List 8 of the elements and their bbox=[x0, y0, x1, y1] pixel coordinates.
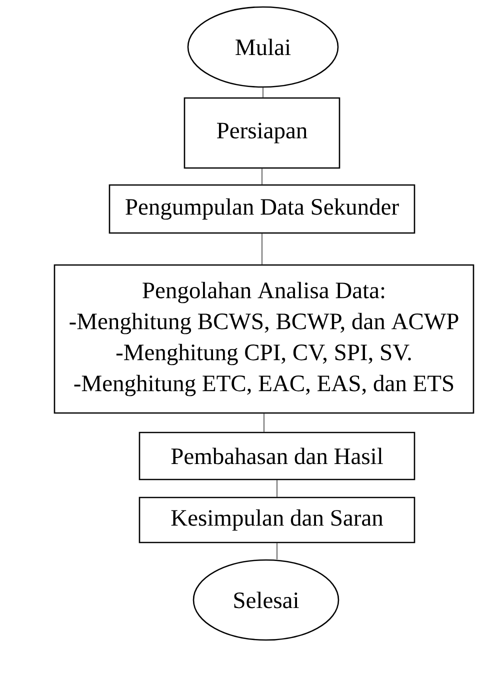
process-box: Pengolahan Analisa Data: -Menghitung BCWS, BCWP, dan ACWP -Menghitung CPI, CV, SPI, SV. -Menghitung ETC, EAC, EAS, dan ETS bbox=[54, 264, 474, 414]
process-box: Pembahasan dan Hasil bbox=[138, 432, 416, 480]
process-box: Kesimpulan dan Saran bbox=[138, 496, 416, 544]
connector-line bbox=[262, 87, 264, 98]
connector-line bbox=[276, 480, 278, 498]
process-box: Persiapan bbox=[184, 97, 340, 169]
process-box: Pengumpulan Data Sekunder bbox=[108, 184, 416, 234]
connector-line bbox=[276, 542, 278, 560]
